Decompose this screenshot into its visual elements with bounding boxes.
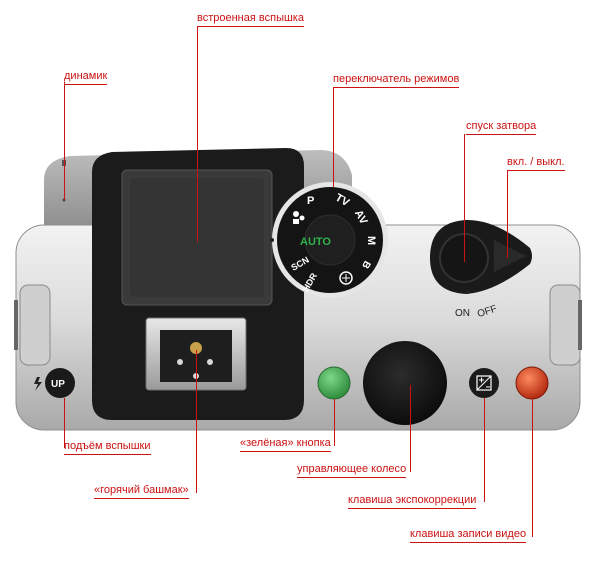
dial-mark-p: P	[307, 195, 314, 207]
dial-mark-b: B	[359, 259, 372, 271]
flash-up-button-label: UP	[51, 379, 65, 390]
dial-mark-auto: AUTO	[300, 236, 331, 248]
mode-dial-center	[304, 214, 356, 266]
power-switch-tab[interactable]	[494, 240, 526, 272]
label-video-record: клавиша записи видео	[410, 528, 527, 543]
label-built-in-flash: встроенная вспышка	[197, 12, 304, 27]
dial-index-dot	[270, 238, 274, 242]
callout-line-ev-button	[484, 398, 485, 502]
green-button[interactable]	[317, 366, 351, 400]
callout-line-green-button	[334, 399, 335, 446]
on-label: ON	[455, 308, 470, 319]
exposure-compensation-icon	[476, 375, 492, 391]
label-speaker: динамик	[64, 70, 108, 85]
hot-shoe-contact	[177, 359, 183, 365]
hot-shoe-center-contact	[190, 342, 202, 354]
callout-line-mode-dial	[333, 87, 334, 187]
scene-mode-icon	[339, 271, 353, 285]
callout-line-flash-up	[64, 398, 65, 448]
label-mode-dial: переключатель режимов	[333, 73, 460, 88]
flash-bolt-icon	[34, 377, 42, 391]
callout-line-video-button	[532, 399, 533, 537]
label-flash-up: подъём вспышки	[64, 440, 151, 455]
flash-up-button[interactable]	[45, 368, 75, 398]
label-shutter-release: спуск затвора	[466, 120, 537, 135]
video-record-button[interactable]	[515, 366, 549, 400]
label-exposure-compensation: клавиша экспокоррекции	[348, 494, 477, 509]
label-power-switch: вкл. / выкл.	[507, 156, 565, 171]
callout-line-power	[507, 170, 508, 258]
label-hot-shoe: «горячий башмак»	[94, 484, 189, 499]
hot-shoe-contact	[207, 359, 213, 365]
label-green-button: «зелёная» кнопка	[240, 437, 331, 452]
callout-line-hot-shoe	[196, 350, 197, 493]
label-control-wheel: управляющее колесо	[297, 463, 407, 478]
power-index-dot	[466, 290, 470, 294]
callout-line-speaker	[64, 82, 65, 200]
left-strap-lug	[19, 284, 51, 366]
callout-line-control-wheel	[410, 385, 411, 472]
right-strap-lug	[549, 284, 581, 366]
dial-mark-m: M	[365, 236, 377, 245]
portrait-mode-icon	[293, 211, 305, 224]
control-wheel[interactable]	[363, 341, 447, 425]
callout-line-shutter	[464, 134, 465, 262]
callout-line-flash	[197, 27, 198, 242]
